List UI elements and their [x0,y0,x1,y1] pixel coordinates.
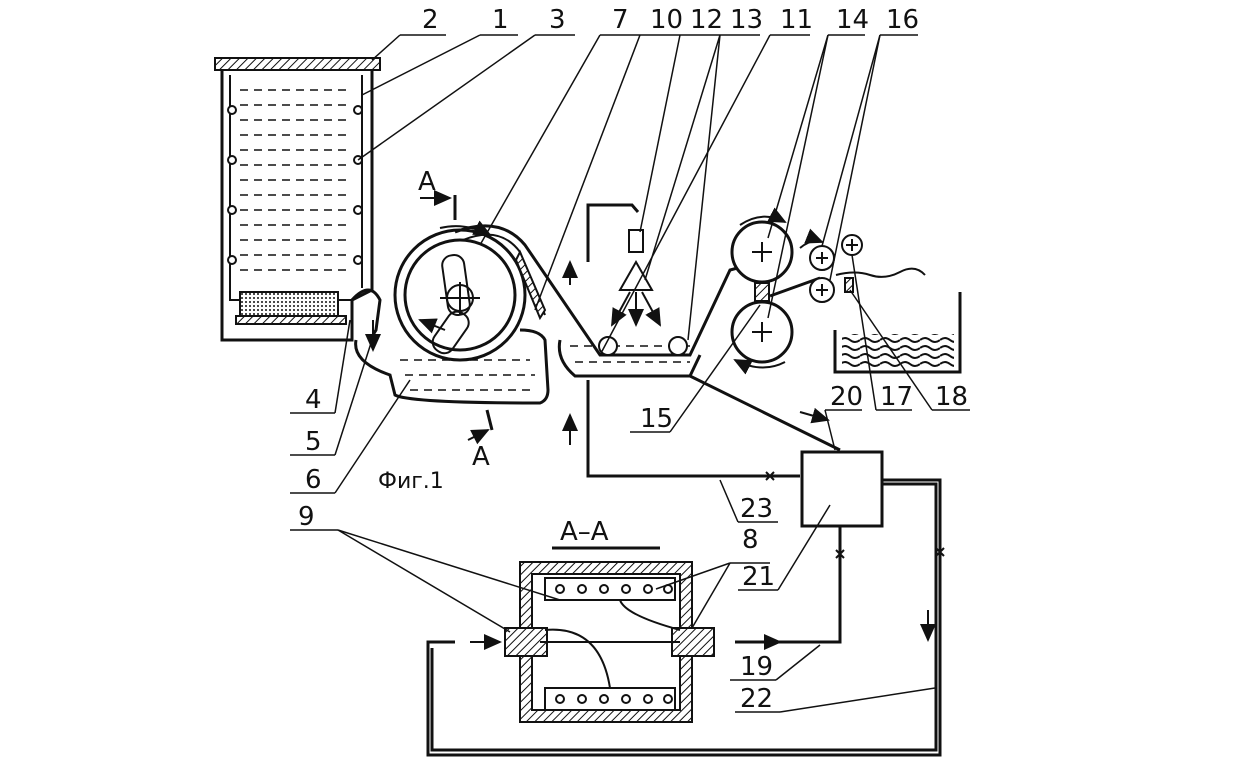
section-mark-bottom: А [472,442,490,472]
callout-2: 2 [422,5,439,35]
callout-15: 15 [640,404,673,434]
drum [393,220,527,362]
piping [426,374,945,757]
product-stack [833,292,962,374]
wash-bath [557,336,702,378]
guide-roller-left [598,336,618,356]
callout-22: 22 [740,684,773,714]
tank-wall [220,70,374,342]
section-marks: А А [418,167,494,472]
callout-labels: 2 1 3 7 10 12 13 11 14 16 4 5 6 15 20 17… [298,5,968,714]
sediment-tray [239,291,339,317]
drain-spout [350,288,382,341]
tank-heater-coils [227,105,363,265]
spray-nozzle [562,203,661,327]
callout-18: 18 [935,382,968,412]
leader-lines [290,34,970,713]
callout-23: 23 [740,494,773,524]
finishing-rollers [769,228,926,303]
section-title: А–А [560,517,609,547]
bath-liquid [400,359,535,391]
callout-4: 4 [305,385,322,415]
tank-liquid [240,89,350,271]
guide-roller-right [668,336,688,356]
section-view: А–А [504,517,715,723]
callout-14: 14 [836,5,869,35]
callout-16: 16 [886,5,919,35]
bath [354,328,550,405]
callout-20: 20 [830,382,863,412]
callout-9: 9 [298,502,315,532]
callout-12: 12 [690,5,723,35]
squeeze-rollers [730,207,794,375]
section-mark-top: А [418,167,436,197]
callout-10: 10 [650,5,683,35]
callout-1: 1 [492,5,509,35]
callout-19: 19 [740,652,773,682]
callout-5: 5 [305,427,322,457]
callout-11: 11 [780,5,813,35]
callout-13: 13 [730,5,763,35]
tank [214,57,382,352]
tank-lid [214,57,381,71]
callout-8: 8 [742,525,759,555]
figure-caption: Фиг.1 [378,469,444,494]
control-unit-21 [800,450,884,528]
callout-6: 6 [305,465,322,495]
callout-17: 17 [880,382,913,412]
callout-7: 7 [612,5,629,35]
callout-21: 21 [742,562,775,592]
callout-3: 3 [549,5,566,35]
